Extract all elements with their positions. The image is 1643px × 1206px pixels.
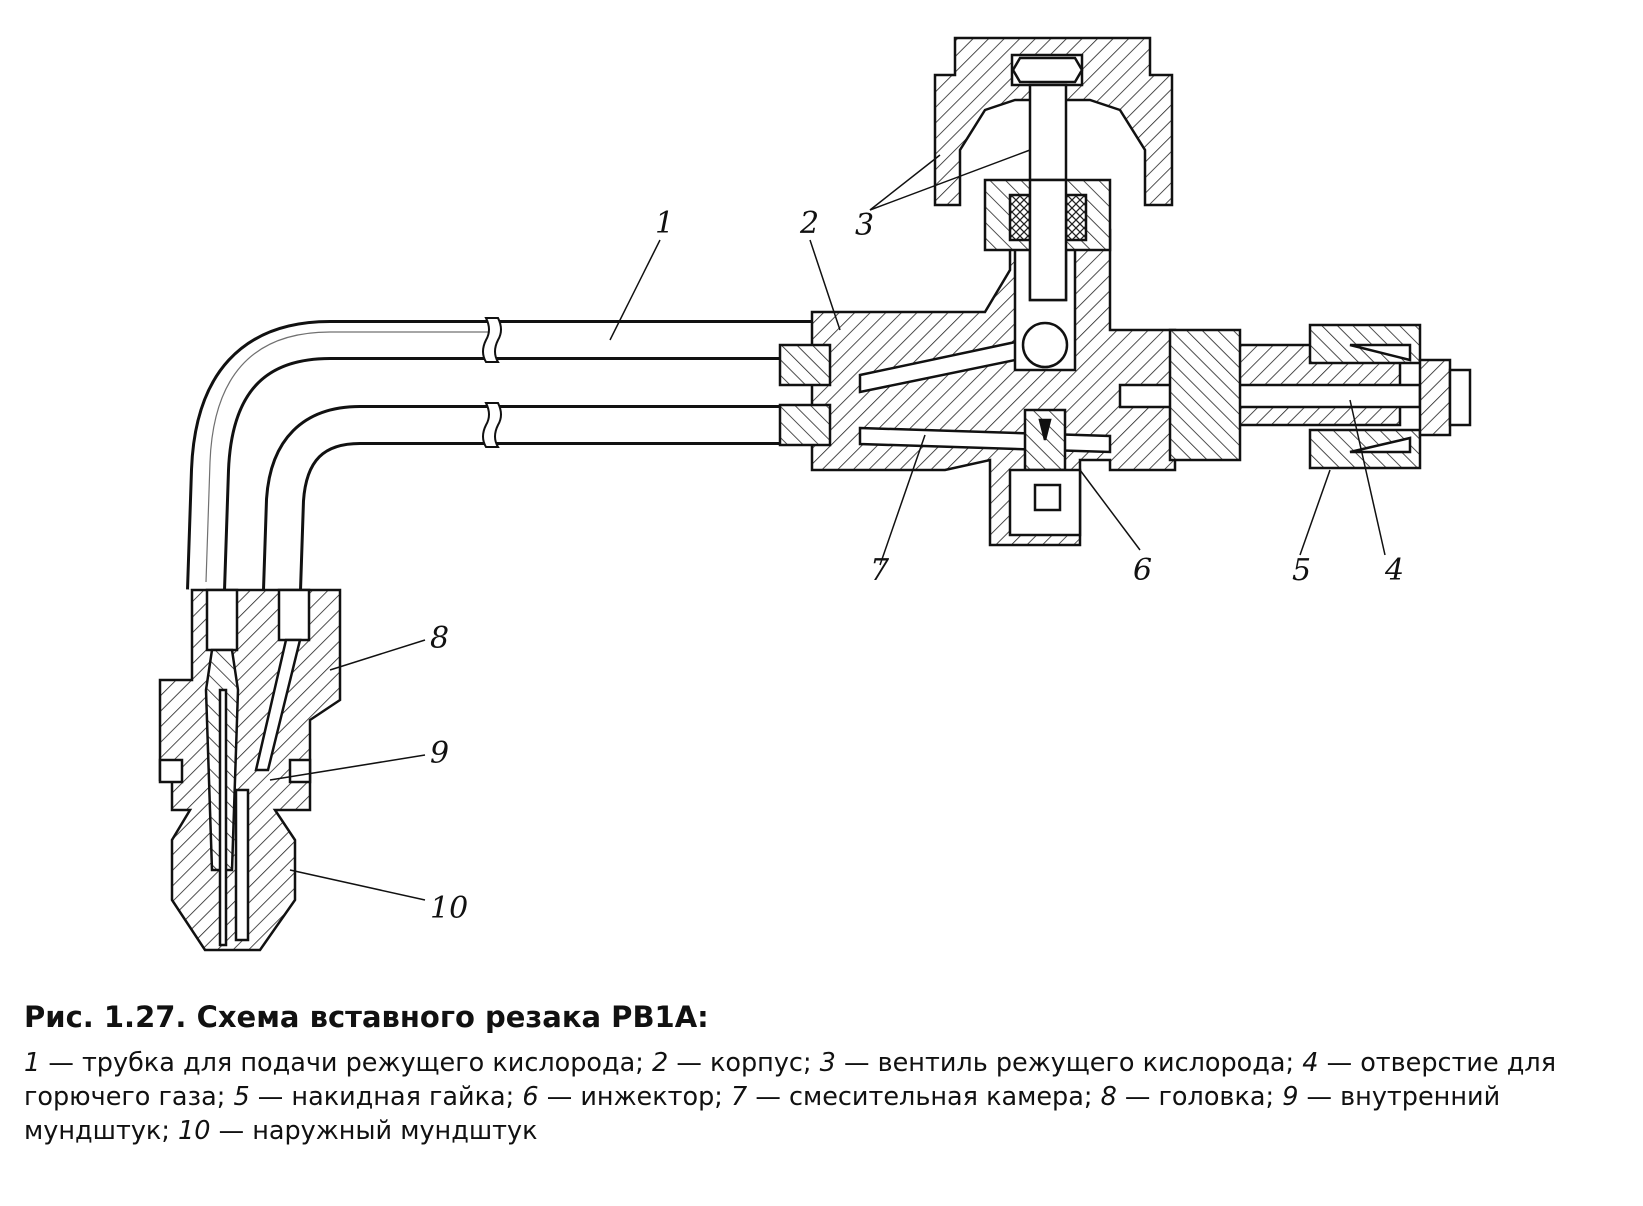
body-housing [778, 228, 1177, 547]
legend-item-text: вентиль режущего кислорода [877, 1048, 1286, 1078]
figure-caption: Рис. 1.27. Схема вставного резака РВ1А: … [24, 1000, 1624, 1148]
legend-item-number: 1 [24, 1048, 41, 1078]
gas-tube [262, 405, 820, 591]
legend-item-number: 3 [819, 1048, 836, 1078]
legend-item-text: накидная гайка [291, 1082, 506, 1112]
tube-break-marks [482, 317, 502, 448]
legend-item: 1 — трубка для подачи режущего кислорода… [24, 1048, 652, 1078]
callout-9: 9 [430, 736, 449, 771]
legend-item-number: 2 [652, 1048, 669, 1078]
legend-list: 1 — трубка для подачи режущего кислорода… [24, 1046, 1624, 1148]
leader-lines [269, 149, 1386, 901]
legend-item-text: трубка для подачи режущего кислорода [81, 1048, 636, 1078]
caption-title: Рис. 1.27. Схема вставного резака РВ1А: [24, 1000, 1624, 1034]
figure-number: Рис. 1.27. [24, 1000, 187, 1034]
legend-item-text: отверстие для горючего газа [24, 1048, 1557, 1112]
legend-item-text: инжектор [580, 1082, 715, 1112]
legend-item: 5 — накидная гайка; [233, 1082, 523, 1112]
legend-item-number: 8 [1100, 1082, 1117, 1112]
callout-5: 5 [1292, 553, 1311, 588]
legend-item-text: головка [1158, 1082, 1266, 1112]
legend-item: 6 — инжектор; [522, 1082, 731, 1112]
legend-item: 2 — корпус; [652, 1048, 820, 1078]
callout-8: 8 [430, 621, 449, 656]
callout-10: 10 [430, 891, 468, 926]
legend-item: 7 — смесительная камера; [730, 1082, 1101, 1112]
legend-item-text: внутренний мундштук [24, 1082, 1501, 1146]
oxygen-tube [186, 320, 820, 591]
legend-item: 10 — наружный мундштук [178, 1116, 538, 1146]
legend-item-text: корпус [709, 1048, 803, 1078]
gas-nipple-assembly [1118, 323, 1472, 470]
cutting-head [158, 588, 342, 952]
legend-item: 3 — вентиль режущего кислорода; [819, 1048, 1303, 1078]
legend-item-number: 7 [730, 1082, 748, 1112]
figure-title: Схема вставного резака РВ1А: [196, 1000, 709, 1034]
callout-6: 6 [1133, 553, 1152, 588]
legend-item-number: 5 [233, 1082, 250, 1112]
callout-4: 4 [1384, 553, 1404, 588]
cutter-diagram: 1 2 3 4 5 6 7 8 9 10 [158, 36, 1472, 952]
legend-item: 9 — внутренний мундштук; [24, 1082, 1501, 1146]
legend-item: 4 — отверстие для горючего газа; [24, 1048, 1557, 1112]
callout-1: 1 [655, 206, 674, 241]
legend-item-text: смесительная камера [788, 1082, 1084, 1112]
legend-item-number: 4 [1302, 1048, 1319, 1078]
callout-labels: 1 2 3 4 5 6 7 8 9 10 [430, 206, 1404, 926]
callout-2: 2 [799, 206, 819, 241]
legend-item-number: 10 [178, 1116, 211, 1146]
legend-item-number: 9 [1282, 1082, 1299, 1112]
valve-handwheel [933, 36, 1174, 302]
legend-item: 8 — головка; [1100, 1082, 1283, 1112]
legend-item-text: наружный мундштук [252, 1116, 538, 1146]
callout-7: 7 [870, 553, 890, 588]
callout-3: 3 [855, 208, 874, 243]
legend-item-number: 6 [522, 1082, 539, 1112]
